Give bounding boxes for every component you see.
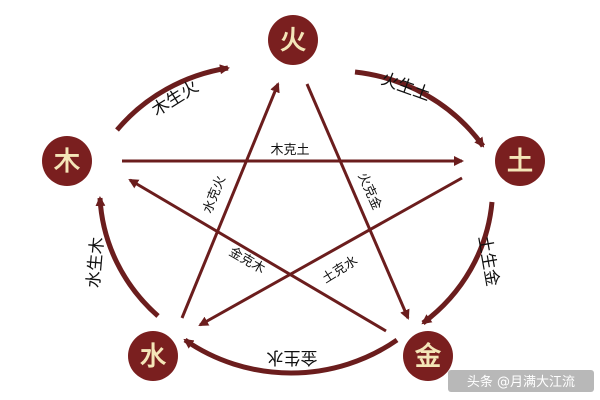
label-metal-generates-water: 金生水 <box>267 347 318 367</box>
node-fire: 火 <box>268 15 318 65</box>
node-water: 水 <box>128 331 178 381</box>
label-wood-controls-earth: 木克土 <box>270 143 309 158</box>
node-water-label: 水 <box>140 342 167 372</box>
node-wood-label: 木 <box>53 147 80 177</box>
line-water-to-fire <box>180 82 280 319</box>
arc-fire-to-earth <box>354 69 486 148</box>
generating-cycle <box>95 64 495 376</box>
node-earth-label: 土 <box>507 147 533 177</box>
line-metal-to-wood <box>128 178 387 333</box>
node-fire-label: 火 <box>280 26 306 56</box>
label-earth-controls-water: 土克水 <box>320 253 361 286</box>
label-earth-generates-metal: 土生金 <box>474 234 503 288</box>
arc-water-to-wood <box>95 196 160 318</box>
node-earth: 土 <box>495 136 545 186</box>
line-fire-to-metal <box>305 83 410 320</box>
label-fire-generates-earth: 火生土 <box>378 69 433 105</box>
node-metal: 金 <box>403 331 453 381</box>
node-wood: 木 <box>42 136 92 186</box>
arc-earth-to-metal <box>421 201 495 326</box>
line-earth-to-water <box>198 176 463 327</box>
label-water-generates-wood: 水生木 <box>84 236 108 289</box>
watermark: 头条 @月满大江流 <box>448 370 594 392</box>
arc-metal-to-water <box>183 337 399 376</box>
node-metal-label: 金 <box>414 341 442 372</box>
watermark-text: 头条 @月满大江流 <box>467 374 575 390</box>
arc-wood-to-fire <box>115 64 230 132</box>
controlling-star <box>122 82 464 333</box>
label-water-controls-fire: 水克火 <box>200 174 229 216</box>
